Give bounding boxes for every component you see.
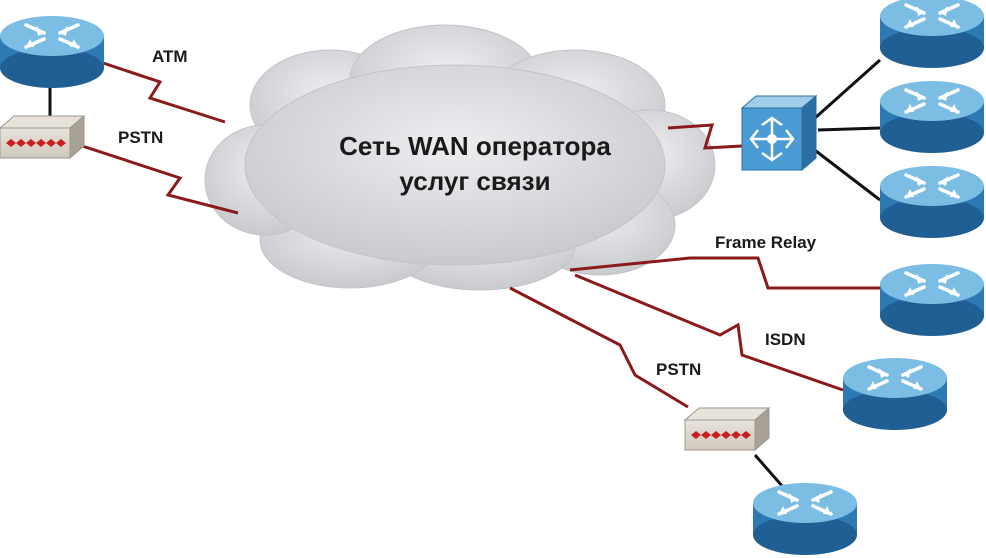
router-icon xyxy=(878,79,986,155)
isdn-label: ISDN xyxy=(765,330,806,349)
pstn-bottom-label: PSTN xyxy=(656,360,701,379)
modem-icon xyxy=(684,407,770,451)
router-icon xyxy=(751,481,859,557)
router-icon xyxy=(878,164,986,240)
lan-link-switch-r1 xyxy=(814,58,881,120)
multilayer-switch-icon xyxy=(740,94,818,172)
frame-relay-link xyxy=(569,256,880,290)
switch-wan-link xyxy=(667,123,743,150)
atm-label: ATM xyxy=(152,47,188,66)
atm-link xyxy=(99,60,226,124)
isdn-link xyxy=(574,273,844,392)
pstn-left-link xyxy=(69,140,239,215)
lan-link-switch-r2 xyxy=(817,126,881,132)
pstn-left-label: PSTN xyxy=(118,128,163,147)
frame-relay-label: Frame Relay xyxy=(715,233,817,252)
cloud-title-line2: услуг связи xyxy=(399,166,550,196)
router-icon xyxy=(878,262,986,338)
cloud-title-line1: Сеть WAN оператора xyxy=(339,131,611,161)
lan-link-switch-r3 xyxy=(811,146,881,202)
wan-cloud-icon: Сеть WAN оператора услуг связи xyxy=(204,24,716,291)
router-icon xyxy=(878,0,986,70)
router-icon xyxy=(0,14,106,90)
pstn-bottom-link xyxy=(509,286,689,409)
modem-icon xyxy=(0,115,85,159)
router-icon xyxy=(841,356,949,432)
